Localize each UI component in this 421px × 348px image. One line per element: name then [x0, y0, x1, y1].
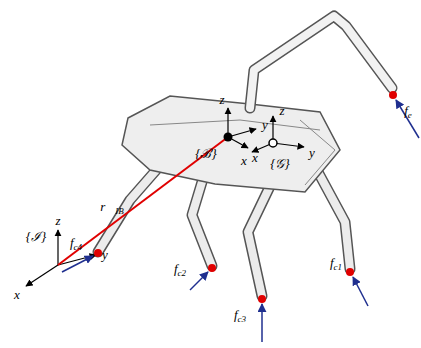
force-label: fc3	[234, 308, 246, 324]
symbol-main: f	[174, 261, 178, 276]
force-label: fc1	[330, 256, 342, 272]
symbol-main: y	[262, 117, 268, 132]
force-label: fe	[404, 104, 412, 120]
axis-label: x	[252, 151, 258, 164]
symbol-main: x	[241, 153, 247, 168]
force-label: r⃗IB	[100, 200, 124, 216]
axis-label: {𝒢}	[270, 157, 289, 170]
symbol-subscript: c2	[178, 268, 187, 278]
axis-label: {ℬ}	[195, 147, 216, 160]
symbol-subscript: c4	[74, 242, 83, 252]
symbol-subscript: e	[408, 110, 412, 120]
symbol-main: {ℬ}	[195, 146, 216, 161]
symbol-main: x	[252, 150, 258, 165]
symbol-main: {𝒢}	[270, 156, 289, 171]
symbol-main: z	[219, 92, 224, 107]
force-label: fc2	[174, 262, 186, 278]
symbol-main: x	[14, 287, 20, 302]
axis-label: z	[279, 104, 284, 117]
symbol-subscript: c3	[238, 314, 247, 324]
symbol-main: r⃗	[100, 199, 115, 214]
axis-label: {ℐ}	[26, 230, 46, 243]
axis-label: x	[241, 154, 247, 167]
symbol-subscript: IB	[115, 206, 124, 216]
symbol-main: z	[55, 213, 60, 228]
axis-label: y	[309, 146, 315, 159]
axis-label: z	[219, 93, 224, 106]
symbol-main: f	[404, 103, 408, 118]
symbol-main: f	[70, 235, 74, 250]
symbol-main: {ℐ}	[26, 229, 46, 244]
axis-label: x	[14, 288, 20, 301]
axis-label: y	[102, 248, 108, 261]
symbol-main: y	[309, 145, 315, 160]
symbol-main: f	[330, 255, 334, 270]
force-label: fc4	[70, 236, 82, 252]
symbol-subscript: c1	[334, 262, 343, 272]
symbol-main: f	[234, 307, 238, 322]
axis-label: y	[262, 118, 268, 131]
axis-label: z	[55, 214, 60, 227]
symbol-main: z	[279, 103, 284, 118]
symbol-main: y	[102, 247, 108, 262]
